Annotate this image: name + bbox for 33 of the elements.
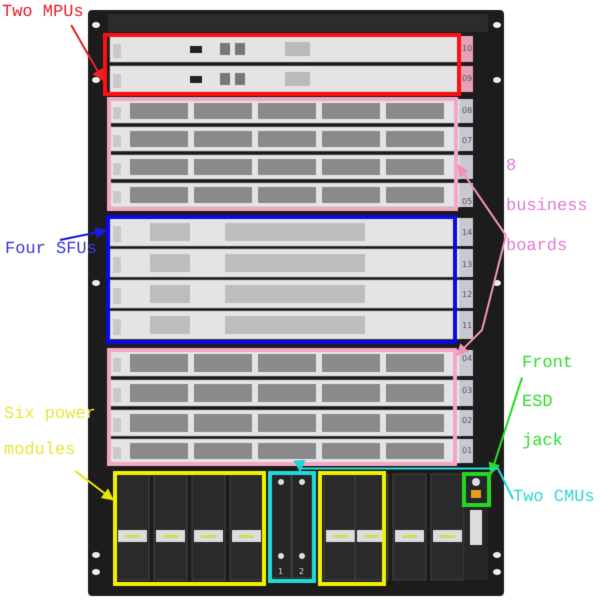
arrow [70, 24, 104, 82]
arrow [293, 460, 514, 500]
slot-number: 07 [462, 136, 472, 145]
highlight-frame [103, 33, 461, 96]
slot-number: 12 [462, 290, 472, 299]
annotation-text: Two MPUs [2, 3, 98, 25]
slot-number: 11 [462, 321, 472, 330]
highlight-frame [268, 471, 316, 583]
highlight-frame [462, 472, 491, 507]
annotation-text: Front ESD jack [522, 344, 584, 456]
highlight-frame [107, 97, 458, 211]
slot-number: 14 [462, 228, 472, 237]
slot-number: 2 [299, 567, 304, 576]
arrow [456, 235, 507, 356]
arrow [488, 377, 523, 475]
arrow [60, 226, 108, 241]
slot-number: 01 [462, 446, 472, 455]
slot-number: 10 [462, 44, 472, 53]
slot-number: 1 [278, 567, 284, 576]
slot-number: 13 [462, 260, 472, 269]
annotation-text: 8 business boards [506, 147, 592, 265]
slot-number: 02 [462, 416, 472, 425]
highlight-frame [318, 471, 386, 586]
highlight-frame [107, 348, 457, 466]
annotation-text: Two CMUs [513, 488, 599, 510]
highlight-frame [113, 471, 266, 586]
slot-number: 08 [462, 106, 472, 115]
arrow [457, 164, 507, 236]
slot-number: 05 [462, 197, 472, 206]
slot-number: 04 [462, 354, 472, 363]
slot-number: 09 [462, 74, 472, 83]
highlight-frame [106, 215, 457, 344]
slot-number: 03 [462, 386, 472, 395]
